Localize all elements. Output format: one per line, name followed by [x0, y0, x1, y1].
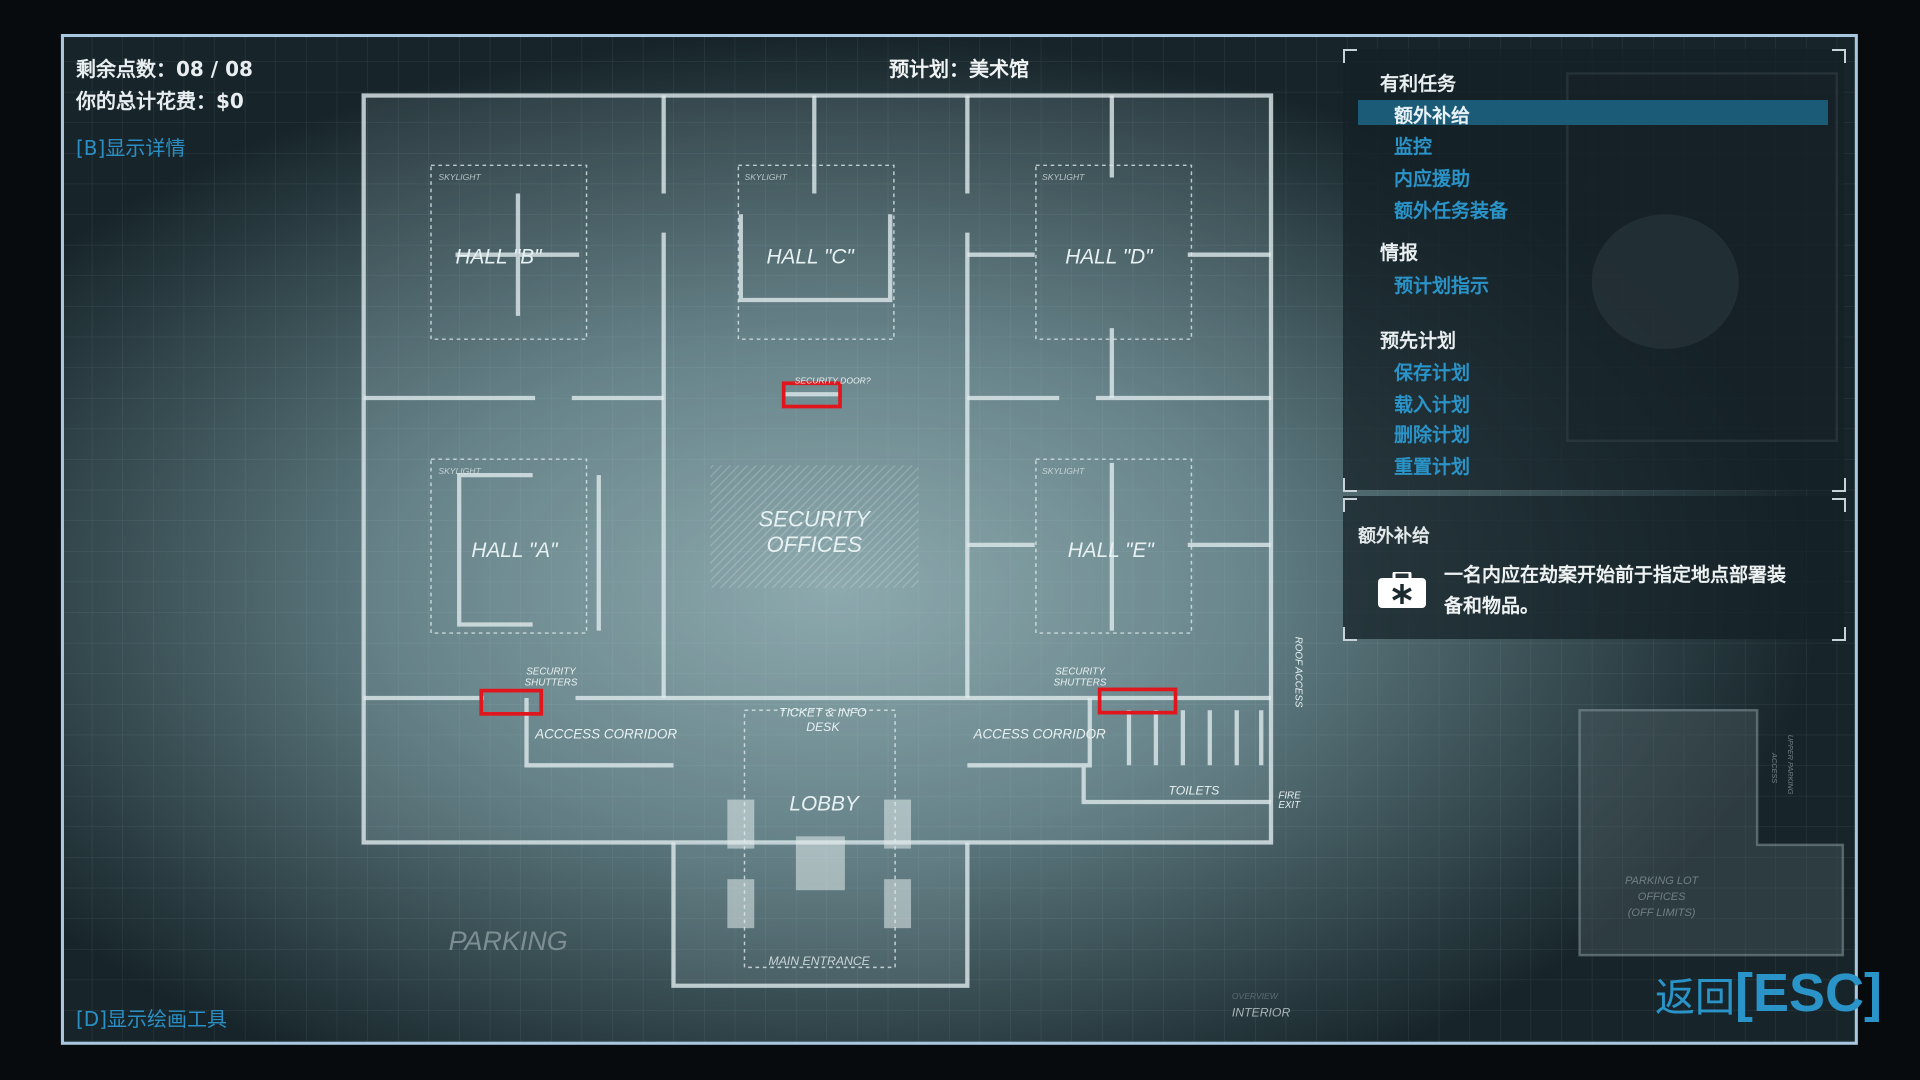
menu-item-load-plan[interactable]: 载入计划: [1394, 394, 1471, 416]
hall-a-label: HALL "A": [471, 539, 559, 562]
menu-item-reset-plan[interactable]: 重置计划: [1394, 456, 1471, 478]
shutters-label: SHUTTERS: [525, 678, 578, 689]
floor-plan: [361, 93, 1274, 988]
roof-access-label: ROOF ACCESS: [1293, 637, 1304, 708]
security-offices-label: SECURITY: [759, 507, 873, 532]
panel-corner: [1343, 49, 1357, 63]
right-shutter-marker[interactable]: [1097, 687, 1178, 715]
menu-item-extra-gear[interactable]: 额外任务装备: [1394, 200, 1509, 222]
hall-e-label: HALL "E": [1068, 539, 1156, 562]
objective-markers[interactable]: [479, 381, 1178, 716]
hall-b-label: HALL "B": [456, 245, 544, 268]
cost-label: 你的总计花费：: [76, 89, 216, 113]
detail-description: 一名内应在劫案开始前于指定地点部署装备和物品。: [1444, 560, 1786, 622]
main-entrance-label: MAIN ENTRANCE: [769, 954, 871, 968]
menu-item-insider-help[interactable]: 内应援助: [1394, 168, 1471, 190]
points-value: 08 / 08: [176, 57, 253, 81]
security-door-marker[interactable]: [781, 381, 842, 409]
shutters-label: SECURITY: [526, 667, 577, 678]
panel-corner: [1832, 498, 1846, 512]
menu-item-plan-instructions[interactable]: 预计划指示: [1394, 275, 1490, 297]
screen-frame: [60, 33, 1858, 1045]
shutters-label: SHUTTERS: [1054, 678, 1107, 689]
section-favorable-missions: 有利任务: [1380, 73, 1457, 95]
security-offices-label: OFFICES: [767, 532, 863, 557]
show-draw-tools-button[interactable]: [D]显示绘画工具: [76, 1007, 228, 1031]
panel-corner: [1832, 49, 1846, 63]
section-preplanning: 预先计划: [1380, 330, 1457, 352]
detail-panel: [1343, 496, 1844, 639]
ticket-desk-label: DESK: [806, 720, 840, 734]
description-line: 备和物品。: [1444, 595, 1540, 617]
parking-label: PARKING: [449, 926, 568, 956]
skylight-label: SKYLIGHT: [438, 466, 481, 476]
overview-label[interactable]: OVERVIEW: [1232, 991, 1279, 1001]
access-corridor-left-label: ACCCESS CORRIDOR: [534, 726, 677, 741]
cost-value: $0: [216, 89, 244, 113]
skylight-label: SKYLIGHT: [1042, 466, 1085, 476]
menu-item-save-plan[interactable]: 保存计划: [1394, 362, 1471, 384]
parking-offices-label: PARKING LOT: [1625, 875, 1700, 887]
fire-exit-label: EXIT: [1278, 800, 1301, 811]
menu-item-extra-supplies[interactable]: 额外补给: [1394, 105, 1471, 127]
interior-label[interactable]: INTERIOR: [1232, 1005, 1291, 1019]
section-intel: 情报: [1380, 242, 1419, 264]
points-label: 剩余点数：: [76, 57, 176, 81]
back-label: 返回: [1655, 975, 1735, 1021]
hall-d-label: HALL "D": [1065, 245, 1154, 268]
panel-corner: [1343, 627, 1357, 641]
panel-corner: [1832, 627, 1846, 641]
points-remaining: 剩余点数：08 / 08: [76, 53, 253, 82]
medkit-icon: [1378, 570, 1426, 608]
fire-exit-label: FIRE: [1278, 790, 1301, 801]
hall-c-label: HALL "C": [767, 245, 856, 268]
security-door-label: SECURITY DOOR?: [795, 375, 871, 385]
lobby-label: LOBBY: [789, 793, 860, 816]
total-cost: 你的总计花费：$0: [76, 85, 244, 114]
detail-title: 额外补给: [1358, 526, 1430, 547]
selected-highlight: [1358, 100, 1828, 125]
parking-offices-label: (OFF LIMITS): [1628, 907, 1696, 919]
panel-corner: [1832, 478, 1846, 492]
ticket-desk-label: TICKET & INFO: [779, 705, 867, 719]
esc-key-label: [ESC]: [1735, 963, 1882, 1023]
skylight-label: SKYLIGHT: [744, 172, 787, 182]
upper-parking-label: UPPER PARKING: [1786, 735, 1795, 795]
left-shutter-marker[interactable]: [479, 688, 544, 716]
description-line: 一名内应在劫案开始前于指定地点部署装: [1444, 564, 1787, 586]
skylight-label: SKYLIGHT: [438, 172, 481, 182]
panel-corner: [1343, 498, 1357, 512]
parking-offices-label: OFFICES: [1638, 891, 1686, 903]
panel-corner: [1343, 478, 1357, 492]
access-corridor-right-label: ACCESS CORRIDOR: [972, 726, 1106, 741]
skylight-label: SKYLIGHT: [1042, 172, 1085, 182]
shutters-label: SECURITY: [1055, 667, 1106, 678]
menu-item-surveillance[interactable]: 监控: [1394, 136, 1433, 158]
menu-item-delete-plan[interactable]: 删除计划: [1394, 424, 1471, 446]
show-details-button[interactable]: [B]显示详情: [76, 136, 186, 160]
upper-parking-label: ACCESS: [1770, 752, 1779, 783]
toilets-label: TOILETS: [1168, 784, 1220, 798]
plan-title: 预计划：美术馆: [889, 57, 1029, 81]
back-button[interactable]: 返回[ESC]: [1655, 962, 1882, 1024]
